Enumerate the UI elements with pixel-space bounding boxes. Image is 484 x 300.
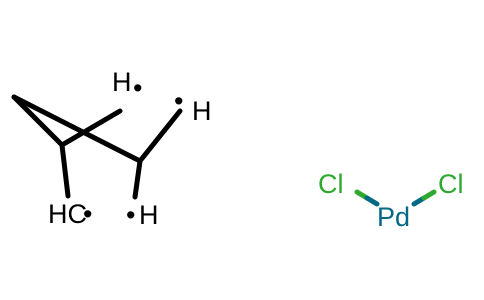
bond-pd-cl-right-green xyxy=(421,189,437,201)
palladium-dichloride: Cl Pd Cl xyxy=(318,169,464,232)
bicyclic-framework xyxy=(11,94,183,200)
atom-label-chlorine-left: Cl xyxy=(318,169,344,199)
bond-c4-c6 xyxy=(137,108,183,164)
radical-dot-lower-right: • xyxy=(126,200,135,230)
radical-dot-upper-left: • xyxy=(133,73,142,103)
bond-c1-c5 xyxy=(59,142,71,199)
atom-label-ch-upper-left: H xyxy=(112,67,132,97)
atom-label-chlorine-right: Cl xyxy=(438,169,464,199)
atom-label-ch-lower-left: HC xyxy=(48,199,87,229)
bond-c4-c7 xyxy=(132,158,143,200)
radical-dot-lower-left: • xyxy=(83,199,92,229)
atom-label-ch-lower-right: H xyxy=(139,200,159,230)
bond-bridge-left xyxy=(11,94,143,164)
radical-dot-upper-right: • xyxy=(174,86,183,116)
bond-c1-c2 xyxy=(59,108,123,148)
bond-bridge-top xyxy=(11,94,65,148)
atom-label-palladium: Pd xyxy=(377,202,410,232)
bond-cl-pd-left-teal xyxy=(364,195,380,207)
atom-label-ch-upper-right: H xyxy=(192,96,212,126)
